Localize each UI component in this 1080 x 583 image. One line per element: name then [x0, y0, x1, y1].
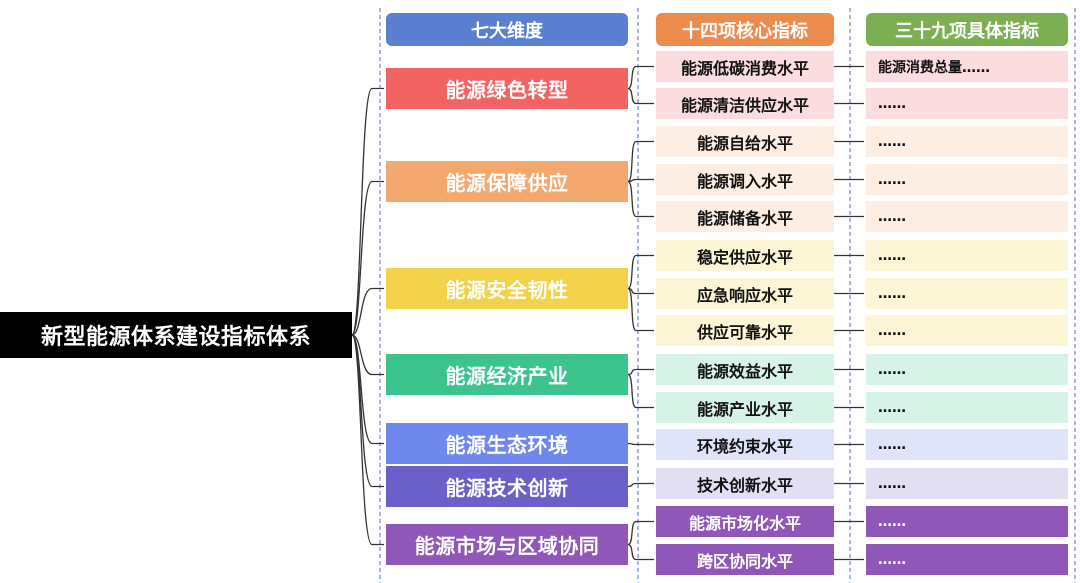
specific-indicator-box: ……	[866, 506, 1068, 537]
root-connector	[351, 287, 384, 336]
specific-indicator-box: ……	[866, 354, 1068, 385]
core-connector	[627, 178, 654, 183]
header-core-indicators: 十四项核心指标	[656, 13, 834, 46]
root-connector	[351, 87, 384, 336]
core-connector	[627, 87, 654, 105]
core-connector	[627, 287, 654, 295]
core-connector	[627, 482, 654, 488]
specific-indicator-box: ……	[866, 392, 1068, 423]
core-connector	[627, 543, 654, 561]
header-specific-indicators: 三十九项具体指标	[866, 13, 1068, 46]
root-connector	[351, 334, 384, 376]
core-indicator-box: 能源产业水平	[656, 392, 834, 423]
root-connector	[351, 334, 384, 546]
core-indicator-box: 能源效益水平	[656, 354, 834, 385]
specific-indicator-box: ……	[866, 88, 1068, 119]
specific-indicator-box: ……	[866, 164, 1068, 195]
specific-indicator-box: ……	[866, 315, 1068, 346]
specific-indicator-box: ……	[866, 429, 1068, 460]
root-connector	[351, 180, 384, 336]
dimension-box: 能源技术创新	[386, 466, 628, 507]
core-indicator-box: 供应可靠水平	[656, 315, 834, 346]
dimension-box: 能源安全韧性	[386, 268, 628, 309]
core-connector	[627, 180, 654, 218]
dimension-box: 能源生态环境	[386, 423, 628, 464]
core-connector	[627, 140, 654, 183]
core-connector	[627, 254, 654, 290]
specific-indicator-box: 能源消费总量……	[866, 51, 1068, 82]
core-indicator-box: 应急响应水平	[656, 278, 834, 309]
root-node: 新型能源体系建设指标体系	[0, 312, 352, 358]
core-indicator-box: 能源清洁供应水平	[656, 88, 834, 119]
core-indicator-box: 能源市场化水平	[656, 506, 834, 537]
core-connector	[627, 368, 654, 376]
header-dimensions: 七大维度	[386, 13, 628, 46]
core-indicator-box: 稳定供应水平	[656, 240, 834, 271]
specific-indicator-box: ……	[866, 201, 1068, 232]
core-connector	[627, 287, 654, 332]
specific-indicator-box: ……	[866, 126, 1068, 157]
dimension-box: 能源绿色转型	[386, 68, 628, 109]
core-indicator-box: 跨区协同水平	[656, 544, 834, 575]
specific-indicator-box: ……	[866, 544, 1068, 575]
dimension-box: 能源保障供应	[386, 161, 628, 202]
specific-indicator-box: ……	[866, 278, 1068, 309]
core-connector	[627, 442, 654, 446]
core-indicator-box: 环境约束水平	[656, 429, 834, 460]
core-connector	[627, 65, 654, 90]
core-connector	[627, 520, 654, 546]
core-indicator-box: 技术创新水平	[656, 468, 834, 499]
core-indicator-box: 能源调入水平	[656, 164, 834, 195]
core-indicator-box: 能源自给水平	[656, 126, 834, 157]
core-indicator-box: 能源低碳消费水平	[656, 51, 834, 82]
specific-indicator-box: ……	[866, 240, 1068, 271]
core-connector	[627, 373, 654, 409]
specific-indicator-box: ……	[866, 468, 1068, 499]
core-indicator-box: 能源储备水平	[656, 201, 834, 232]
dimension-box: 能源经济产业	[386, 354, 628, 395]
dimension-box: 能源市场与区域协同	[386, 524, 628, 565]
